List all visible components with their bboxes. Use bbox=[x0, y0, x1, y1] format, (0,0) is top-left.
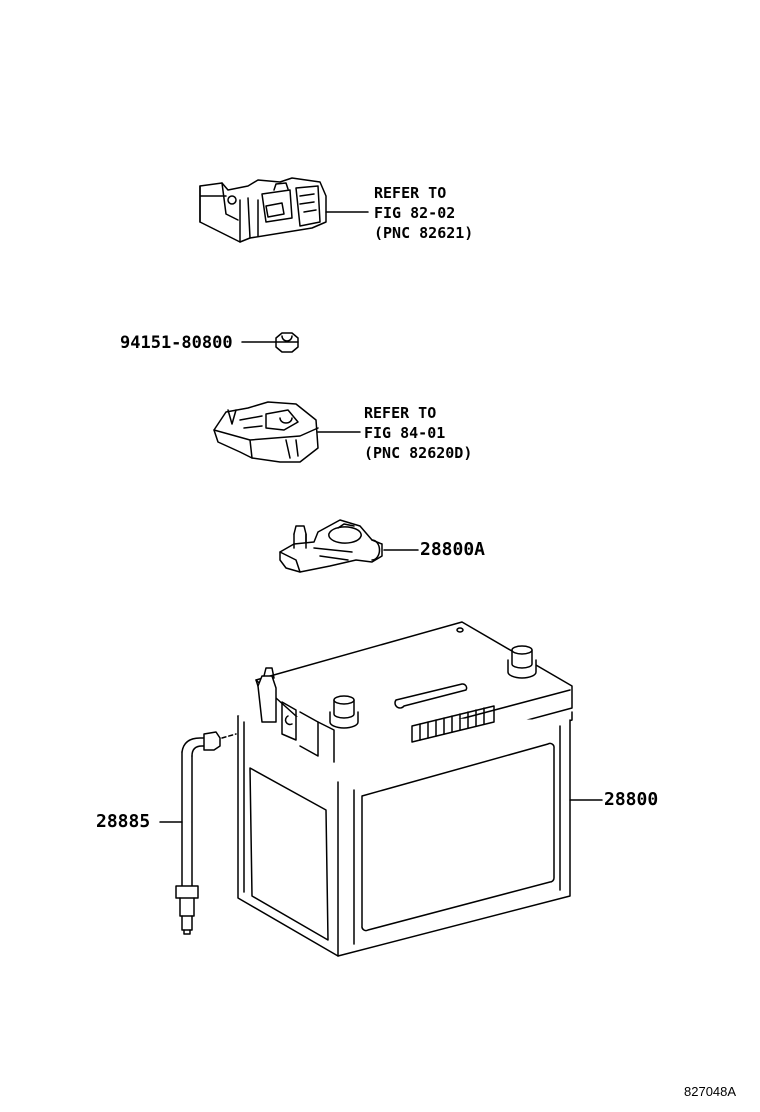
relay-block-callout: REFER TO FIG 82-02 (PNC 82621) bbox=[374, 183, 473, 243]
vent-hose-connection bbox=[222, 734, 236, 738]
vent-hose-part-number: 28885 bbox=[96, 811, 151, 832]
vent-hose-illustration bbox=[176, 732, 220, 934]
relay-block-fig: FIG 82-02 bbox=[374, 204, 456, 222]
nut-illustration bbox=[276, 333, 298, 352]
terminal-cover-refer: REFER TO bbox=[364, 404, 437, 422]
clamp-part-number: 28800A bbox=[420, 539, 486, 560]
terminal-cover-callout: REFER TO FIG 84-01 (PNC 82620D) bbox=[364, 403, 472, 463]
figure-id: 827048A bbox=[684, 1084, 737, 1099]
relay-block-illustration bbox=[200, 178, 326, 242]
terminal-cover-illustration bbox=[214, 402, 318, 462]
nut-part-number: 94151-80800 bbox=[120, 333, 233, 353]
battery-illustration bbox=[238, 622, 572, 956]
relay-block-pnc: (PNC 82621) bbox=[374, 224, 474, 242]
terminal-cover-fig: FIG 84-01 bbox=[364, 424, 446, 442]
terminal-cover-pnc: (PNC 82620D) bbox=[364, 444, 473, 462]
clamp-illustration bbox=[280, 520, 382, 572]
battery-part-number: 28800 bbox=[604, 789, 659, 810]
relay-block-refer: REFER TO bbox=[374, 184, 447, 202]
